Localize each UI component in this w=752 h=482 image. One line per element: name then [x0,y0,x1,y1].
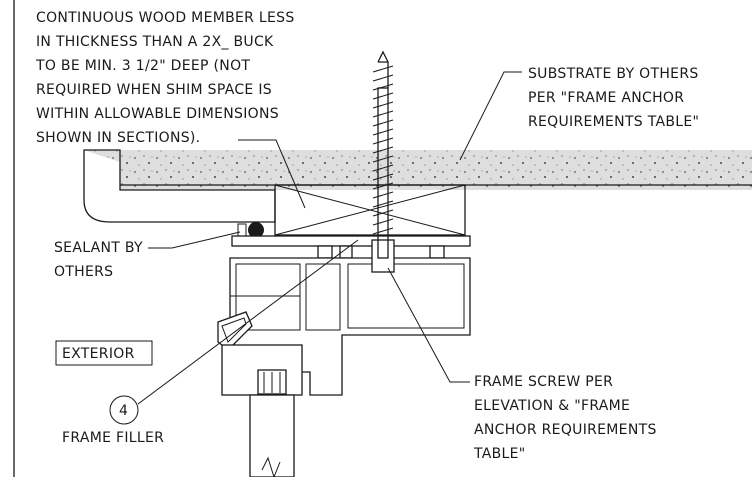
wood-buck [274,184,466,236]
frame-filler-label: FRAME FILLER [62,430,164,446]
sash-stile [249,394,295,478]
screw-shank [377,87,389,259]
screw-thread [372,173,394,181]
screw-thread [372,200,394,208]
wood-note-line-3: TO BE MIN. 3 1/2" DEEP (NOT [35,58,250,74]
screw-thread [372,101,394,109]
leader-frame-filler [137,239,359,405]
substrate-note-line-2: PER "FRAME ANCHOR [528,90,684,106]
screw-thread [372,92,394,100]
screw-note-line-1: FRAME SCREW PER [474,374,613,390]
buck-cross-2 [274,184,466,236]
note-sealant: SEALANT BY OTHERS [54,240,143,280]
screw-thread [372,74,394,82]
frame-cavity-3 [347,263,465,329]
screw-thread [372,146,394,154]
screw-thread [372,218,394,226]
note-wood-member: CONTINUOUS WOOD MEMBER LESS IN THICKNESS… [35,10,295,146]
screw-head [371,239,395,273]
frame-rib-3 [429,245,445,259]
frame-cavity-2 [305,263,341,331]
leader-substrate [459,71,522,161]
exterior-box [55,340,153,366]
screw-thread [372,227,394,235]
frame-filler-piece [217,311,253,351]
screw-thread [372,209,394,217]
wood-note-line-5: WITHIN ALLOWABLE DIMENSIONS [36,106,279,122]
screw-tip [377,50,389,63]
screw-note-line-3: ANCHOR REQUIREMENTS [474,422,657,438]
screw-thread [372,155,394,163]
leader-sealant [148,231,241,249]
screw-thread [372,182,394,190]
screw-thread [372,164,394,172]
sealant-bead [248,222,264,238]
substrate-body [83,149,276,223]
screw-note-line-4: TABLE" [473,446,526,462]
wood-note-line-2: IN THICKNESS THAN A 2X_ BUCK [36,34,274,50]
callout-circle [109,395,139,425]
screw-thread [372,191,394,199]
screw-thread [372,110,394,118]
wood-note-line-1: CONTINUOUS WOOD MEMBER LESS [36,10,295,26]
frame-cavity-1 [235,263,301,331]
callout-number: 4 [119,403,128,419]
break-line [261,456,281,479]
leader-frame-screw [387,267,470,383]
screw-shank-top [378,61,389,88]
screw-thread [372,137,394,145]
screw-thread [372,119,394,127]
substrate-note-line-3: REQUIREMENTS TABLE" [528,114,699,130]
screw-note-line-2: ELEVATION & "FRAME [474,398,630,414]
wood-note-line-4: REQUIRED WHEN SHIM SPACE IS [36,82,272,98]
screw-thread [372,83,394,91]
screw-thread [372,128,394,136]
frame-rib-1 [317,245,333,259]
note-frame-screw: FRAME SCREW PER ELEVATION & "FRAME ANCHO… [473,374,657,462]
exterior-label: EXTERIOR [62,346,135,362]
screw-threads [372,65,394,235]
sealant-note-line-2: OTHERS [54,264,113,280]
frame-flange [231,235,471,247]
screw-thread [372,65,394,73]
wood-note-line-6: SHOWN IN SECTIONS). [36,130,200,146]
substrate-top [84,150,752,190]
substrate-note-line-1: SUBSTRATE BY OTHERS [528,66,699,82]
note-substrate: SUBSTRATE BY OTHERS PER "FRAME ANCHOR RE… [528,66,699,130]
leader-wood [238,139,306,209]
sealant-note-line-1: SEALANT BY [54,240,143,256]
